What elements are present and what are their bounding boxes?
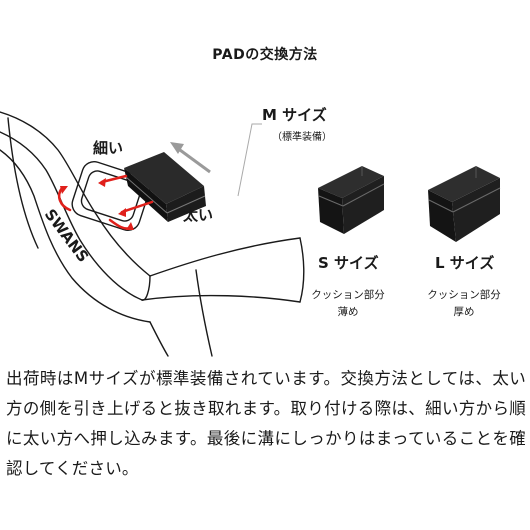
pad-exchange-diagram: SWANS [0,111,501,357]
s-desc-line1: クッション部分 [311,289,385,301]
l-size-label: L サイズ [435,254,495,272]
l-size-pad [428,166,501,242]
goggle-frame [0,111,305,357]
s-size-pad [318,166,385,234]
m-size-pad [124,152,206,222]
s-desc-line2: 薄め [337,306,359,318]
thick-side-label: 太い [183,206,214,224]
l-desc-line1: クッション部分 [427,289,501,301]
red-arrows [58,174,154,230]
s-size-label: S サイズ [318,254,379,272]
l-desc-line2: 厚め [453,306,475,318]
instructions-text: 出荷時はMサイズが標準装備されています。交換方法としては、太い方の側を引き上げる… [6,369,526,478]
l-size-description: クッション部分 厚め [424,287,504,321]
s-size-description: クッション部分 薄め [308,287,388,321]
gray-direction-arrow [170,142,211,174]
m-size-standard-label: （標準装備） [272,132,332,143]
m-size-callout-line [237,123,262,197]
page-title: PADの交換方法 [212,47,318,63]
thin-side-label: 細い [93,139,124,157]
m-size-label: M サイズ [262,106,327,124]
